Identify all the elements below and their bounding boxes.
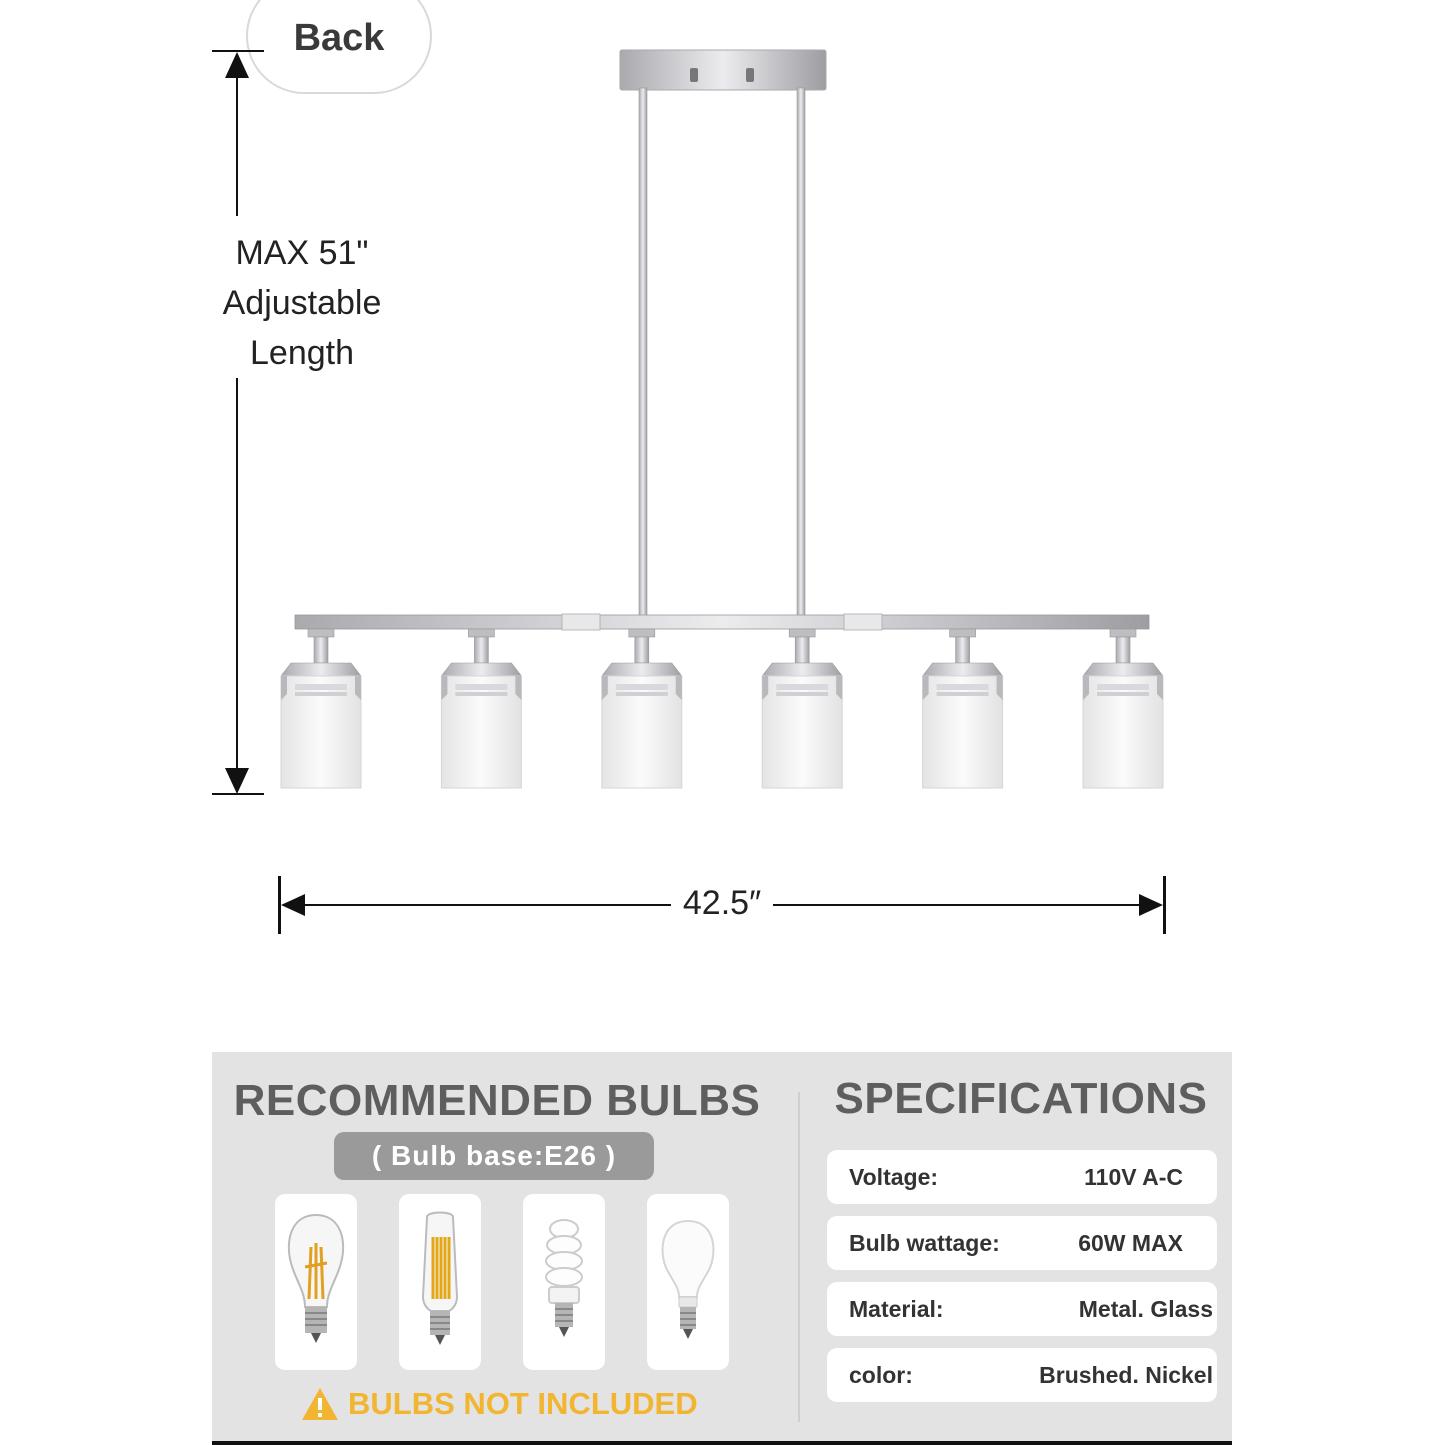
lamp-shade bbox=[921, 628, 1004, 789]
width-left-tick bbox=[278, 876, 281, 934]
suspension-rods bbox=[638, 87, 806, 617]
bulb-base-badge: ( Bulb base:E26 ) bbox=[334, 1132, 654, 1180]
height-label-line1: MAX 51" bbox=[235, 234, 369, 272]
height-bottom-tick bbox=[212, 793, 264, 795]
spec-value: 60W MAX bbox=[1078, 1230, 1183, 1256]
lamp-shade bbox=[601, 628, 683, 789]
recommended-bulbs-title: RECOMMENDED BULBS bbox=[233, 1076, 761, 1125]
bulbs-not-included-warning: BULBS NOT INCLUDED bbox=[300, 1384, 698, 1424]
cfl-spiral-icon bbox=[523, 1194, 605, 1370]
chandelier-illustration bbox=[280, 49, 1164, 789]
arrow-up-icon bbox=[225, 52, 249, 78]
back-button[interactable]: Back bbox=[246, 0, 432, 94]
bottom-rule bbox=[212, 1441, 1232, 1445]
info-panel: RECOMMENDED BULBS ( Bulb base:E26 ) bbox=[212, 1052, 1232, 1445]
spec-label: Bulb wattage: bbox=[849, 1230, 1000, 1256]
lamp-shade bbox=[1082, 628, 1164, 789]
width-right-tick bbox=[1163, 876, 1166, 934]
spec-row-material: Material: Metal. Glass bbox=[827, 1282, 1217, 1336]
height-label: MAX 51" Adjustable Length bbox=[186, 228, 418, 378]
arrow-left-icon bbox=[281, 894, 305, 916]
height-line-lower bbox=[236, 378, 238, 770]
height-line-upper bbox=[236, 76, 238, 216]
spec-row-wattage: Bulb wattage: 60W MAX bbox=[827, 1216, 1217, 1270]
spec-value: Metal. Glass bbox=[1078, 1296, 1213, 1322]
lamp-shades bbox=[280, 628, 1164, 789]
specifications-title: SPECIFICATIONS bbox=[834, 1074, 1208, 1123]
panel-divider bbox=[798, 1092, 800, 1422]
spec-row-color: color: Brushed. Nickel bbox=[827, 1348, 1217, 1402]
horizontal-bar bbox=[294, 613, 1150, 631]
led-filament-a19-icon bbox=[275, 1194, 357, 1370]
width-dimension: 42.5″ bbox=[278, 876, 1166, 936]
warning-icon bbox=[302, 1388, 338, 1420]
led-a19-icon bbox=[647, 1194, 729, 1370]
back-button-label: Back bbox=[293, 17, 385, 59]
warning-text: BULBS NOT INCLUDED bbox=[348, 1386, 698, 1421]
height-label-line2: Adjustable bbox=[222, 284, 382, 322]
led-filament-t14-icon bbox=[399, 1194, 481, 1370]
spec-label: Voltage: bbox=[849, 1164, 939, 1190]
spec-label: Material: bbox=[849, 1296, 944, 1322]
height-top-tick bbox=[212, 50, 264, 52]
lamp-shade bbox=[280, 628, 362, 789]
spec-row-voltage: Voltage: 110V A-C bbox=[827, 1150, 1217, 1204]
ceiling-canopy bbox=[619, 49, 827, 91]
lamp-shade bbox=[761, 628, 843, 789]
spec-label: color: bbox=[849, 1362, 913, 1388]
lamp-shade bbox=[440, 628, 523, 789]
arrow-down-icon bbox=[225, 768, 249, 794]
spec-value: 110V A-C bbox=[1084, 1164, 1183, 1190]
height-label-line3: Length bbox=[250, 334, 354, 372]
spec-value: Brushed. Nickel bbox=[1039, 1362, 1213, 1388]
width-label: 42.5″ bbox=[278, 884, 1166, 923]
arrow-right-icon bbox=[1139, 894, 1163, 916]
